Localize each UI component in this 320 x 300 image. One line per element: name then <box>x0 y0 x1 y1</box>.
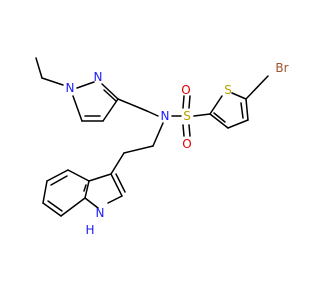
ethyl-group <box>35 57 64 86</box>
indole-h-label: H <box>85 223 94 237</box>
sulfonyl-oxygen-top-label: O <box>181 83 190 97</box>
structure-drawing: Br S S O O N N N N H <box>35 57 289 237</box>
pyrazole-ring <box>72 81 119 122</box>
s-thiophene-bond <box>193 113 211 117</box>
bromine-label: Br <box>275 61 288 75</box>
molecule-diagram: Br S S O O N N N N H <box>35 57 289 237</box>
sulfonyl-double-bonds <box>182 95 191 137</box>
ethylene-chain <box>110 122 164 175</box>
sulfonyl-oxygen-bottom-label: O <box>182 137 191 151</box>
indole-pyrrole-ring <box>84 173 126 209</box>
pyrazole-n2-label: N <box>94 70 103 84</box>
c-br-bond <box>245 75 269 100</box>
methylene-linker <box>117 98 159 117</box>
indole-nh-label: N <box>96 206 105 220</box>
thiophene-sulfur-label: S <box>224 83 232 97</box>
thiophene-ring <box>209 92 249 129</box>
indole-benzene-ring <box>42 169 90 217</box>
sulfonyl-sulfur-label: S <box>183 109 191 123</box>
pyrazole-n1-label: N <box>66 81 75 95</box>
sulfonamide-nitrogen-label: N <box>161 109 170 123</box>
